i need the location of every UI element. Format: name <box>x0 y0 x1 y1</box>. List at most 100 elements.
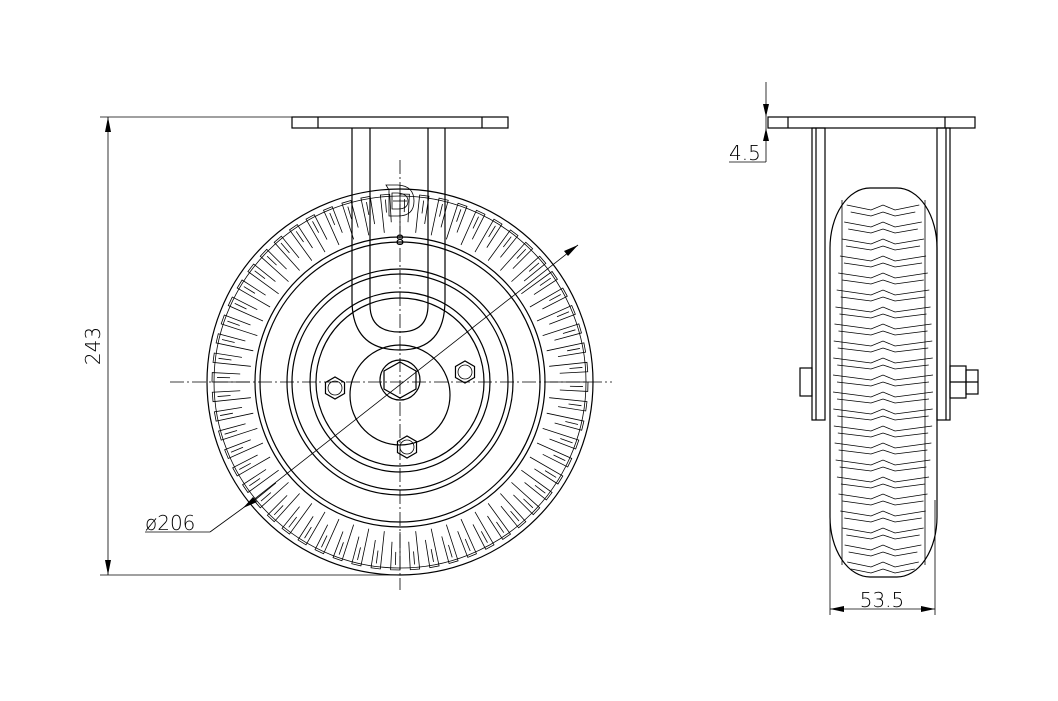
tread-chevron <box>834 442 932 449</box>
bolt-washer <box>327 380 343 396</box>
tread-chevron <box>843 262 923 268</box>
tread-groove <box>562 329 576 334</box>
mounting-plate <box>291 116 509 129</box>
tread-groove <box>569 367 583 369</box>
tread-chevron <box>837 432 929 438</box>
tread-lug <box>500 241 534 271</box>
tread-lug <box>227 296 264 322</box>
tread-chevron <box>838 272 928 279</box>
tread-chevron <box>847 561 919 568</box>
tread-lug <box>511 255 547 282</box>
tread-groove <box>329 212 336 226</box>
wheel-width-label: 53.5 <box>860 588 905 612</box>
tread-groove <box>503 236 512 248</box>
tread-lug <box>305 214 328 253</box>
tread-chevron <box>836 398 930 404</box>
tread-lug <box>288 224 313 261</box>
tread-lug <box>425 528 440 569</box>
front-view: 8 243 ø206 <box>81 116 612 590</box>
tread-chevron <box>851 568 915 574</box>
tread-lug <box>487 229 519 261</box>
tread-lug <box>529 456 564 485</box>
tread-groove <box>565 421 579 425</box>
tread-groove <box>227 320 240 326</box>
tread-chevron <box>840 483 926 489</box>
tread-lug <box>546 412 585 431</box>
tread-groove <box>560 438 573 444</box>
tread-groove <box>273 505 284 516</box>
tread-chevron <box>846 204 920 211</box>
tread-lug <box>220 314 258 337</box>
tread-chevron <box>842 527 924 534</box>
tread-groove <box>312 221 320 233</box>
tread-groove <box>304 526 312 539</box>
tread-lug <box>379 193 392 233</box>
tread-lug <box>242 469 279 494</box>
tread-lug <box>332 524 355 562</box>
tread-groove <box>568 403 582 407</box>
tread-groove <box>280 242 290 254</box>
tread-groove <box>472 216 479 229</box>
tread-chevron <box>834 323 932 330</box>
tread-lug <box>218 423 258 441</box>
tread-lug <box>215 333 254 352</box>
tread-groove <box>234 303 247 310</box>
tread-groove <box>464 538 471 552</box>
tread-lug <box>542 323 582 341</box>
tread-groove <box>556 311 570 318</box>
plate-thickness-label: 4.5 <box>729 141 761 165</box>
tread-groove <box>385 199 387 213</box>
tread-lug <box>247 263 279 295</box>
tread-groove <box>347 206 352 220</box>
fork-leg-left <box>811 127 826 421</box>
tread-groove <box>230 446 244 453</box>
fork-leg-right <box>936 127 951 421</box>
tread-lug <box>441 524 459 564</box>
tread-chevron <box>833 357 933 364</box>
tread-chevron <box>838 330 928 336</box>
tread-lug <box>472 511 495 550</box>
tread-lug <box>224 439 264 459</box>
tread-lug <box>351 528 370 567</box>
bolt-icon <box>324 376 346 400</box>
bolt-washer <box>399 439 415 455</box>
tread-lug <box>212 352 251 367</box>
tread-groove <box>528 262 540 272</box>
tread-chevron <box>838 493 928 500</box>
axle-bolt-head <box>799 367 813 397</box>
tread-groove <box>357 547 361 561</box>
tread-lug <box>266 493 300 523</box>
tread-lug <box>549 397 588 412</box>
tread-lug <box>341 200 359 240</box>
tread-lug <box>360 195 375 236</box>
tread-groove <box>488 225 496 238</box>
tread-lug <box>474 218 503 253</box>
tread-chevron <box>844 517 922 523</box>
tread-chevron <box>845 245 921 251</box>
tread-groove <box>544 470 557 478</box>
tread-lug <box>549 361 589 374</box>
tread-groove <box>243 286 256 294</box>
tread-lug <box>460 209 486 246</box>
bolt-icon <box>454 360 476 384</box>
tread-lug <box>542 427 580 450</box>
tread-chevron <box>846 534 920 540</box>
tread-groove <box>567 348 580 352</box>
tread-lug <box>259 248 289 282</box>
tread-chevron <box>842 279 924 285</box>
tread-lug <box>273 235 300 271</box>
tread-groove <box>239 462 251 470</box>
tread-lug <box>536 305 576 325</box>
tread-groove <box>295 231 304 243</box>
tread-groove <box>254 270 266 279</box>
tread-groove <box>480 531 488 543</box>
tread-chevron <box>848 551 918 557</box>
diameter-dimension-label: ø206 <box>145 511 195 535</box>
tread-lug <box>546 342 587 357</box>
tread-groove <box>439 203 443 217</box>
tread-lug <box>408 531 421 571</box>
tread-chevron <box>842 500 924 506</box>
side-view: 4.5 53.5 <box>729 82 979 615</box>
height-dimension: 243 <box>81 116 400 576</box>
